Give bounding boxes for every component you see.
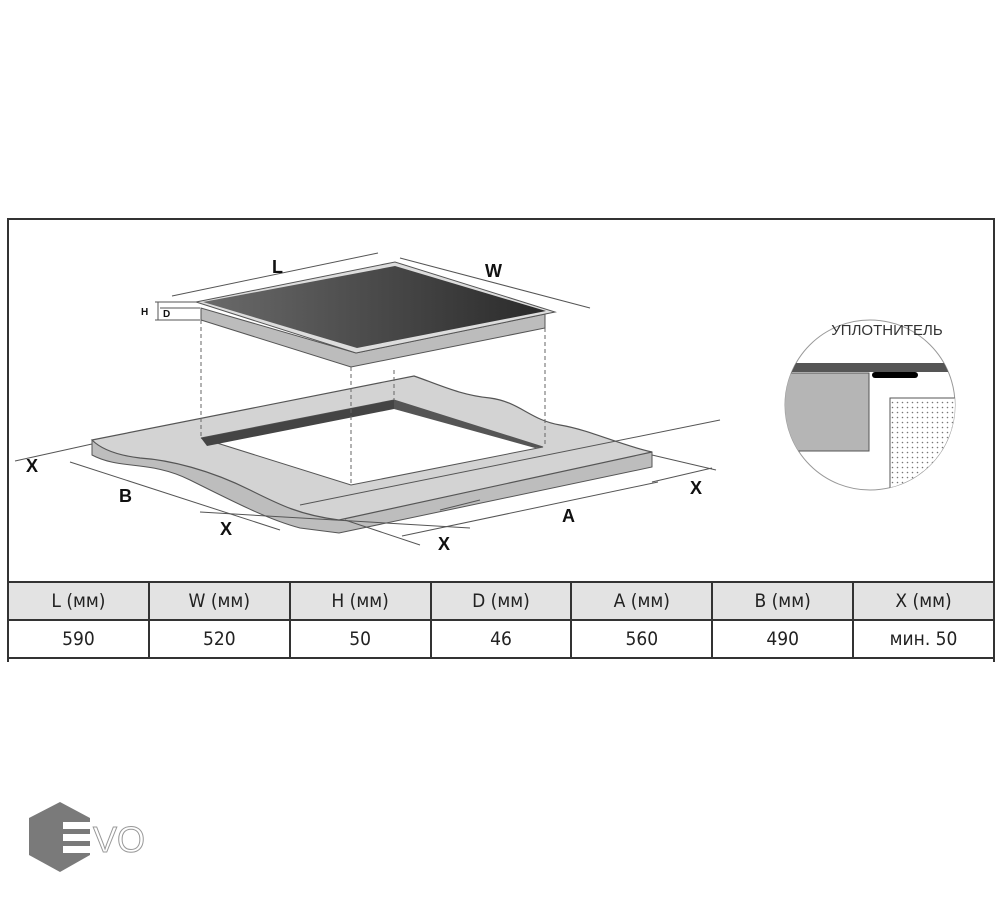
- value-cell: 560: [570, 619, 714, 659]
- label-x-front-left: X: [220, 519, 232, 539]
- label-h: H: [141, 307, 148, 318]
- value-cell: 46: [429, 619, 573, 659]
- table-header-row: L (мм) W (мм) H (мм) D (мм) A (мм) B (мм…: [7, 581, 995, 621]
- value-cell: мин. 50: [852, 619, 995, 659]
- label-x-right: X: [690, 478, 702, 498]
- seal-label: УПЛОТНИТЕЛЬ: [831, 322, 943, 339]
- countertop: [90, 375, 653, 534]
- header-cell: H (мм): [288, 581, 432, 621]
- label-b: B: [119, 486, 132, 506]
- seal: [872, 372, 918, 378]
- projection-lines: [200, 320, 546, 485]
- header-cell: B (мм): [711, 581, 855, 621]
- value-cell: 490: [711, 619, 855, 659]
- header-cell: A (мм): [570, 581, 714, 621]
- value-cell: 520: [147, 619, 291, 659]
- label-d: D: [163, 309, 170, 320]
- label-x-left: X: [26, 456, 38, 476]
- dimensions-table: L (мм) W (мм) H (мм) D (мм) A (мм) B (мм…: [7, 581, 995, 659]
- header-cell: L (мм): [7, 581, 150, 621]
- label-x-front: X: [438, 534, 450, 554]
- value-cell: 590: [7, 619, 150, 659]
- seal-detail-inset: УПЛОТНИТЕЛЬ: [784, 319, 956, 491]
- label-l: L: [272, 257, 283, 277]
- value-cell: 50: [288, 619, 432, 659]
- header-cell: X (мм): [852, 581, 995, 621]
- label-w: W: [485, 261, 502, 281]
- header-cell: D (мм): [429, 581, 573, 621]
- header-cell: W (мм): [147, 581, 291, 621]
- evo-logo: VO: [29, 802, 146, 872]
- dimension-labels: L W H D X B X X A X: [26, 257, 702, 554]
- cooktop: [194, 261, 557, 368]
- dimension-lines: [14, 252, 721, 546]
- label-a: A: [562, 506, 575, 526]
- table-row: 590 520 50 46 560 490 мин. 50: [7, 619, 995, 659]
- svg-text:VO: VO: [93, 819, 145, 860]
- diagram-frame: [7, 218, 995, 662]
